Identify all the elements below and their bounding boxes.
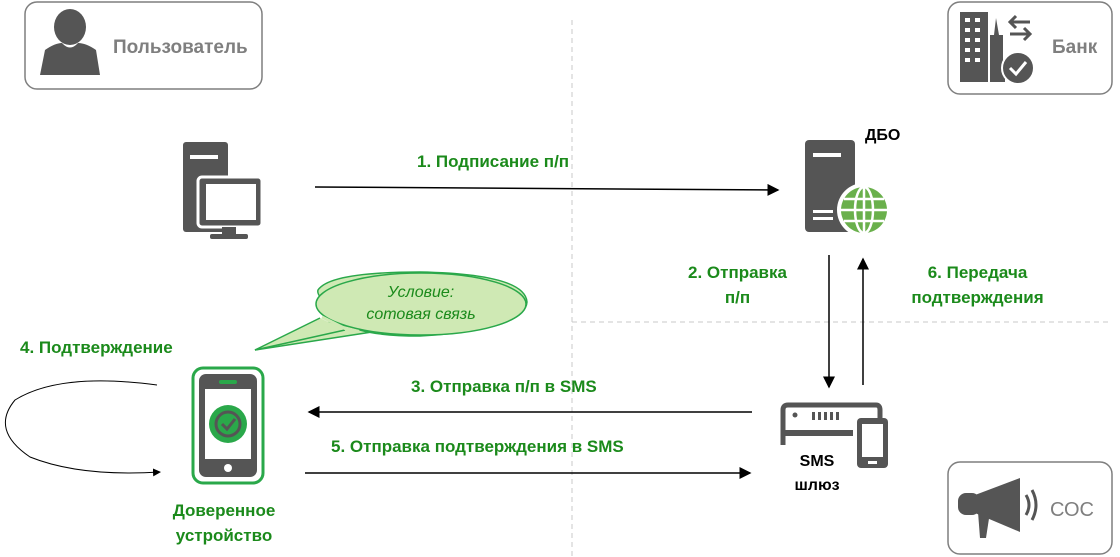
megaphone-icon	[958, 478, 1038, 538]
bank-actor-box	[947, 1, 1113, 95]
sms-gateway-icon	[780, 402, 888, 468]
step-2-label: 2. Отправка п/п	[665, 260, 810, 310]
user-actor-label: Пользователь	[113, 37, 248, 58]
step-6-line-1: 6. Передача	[927, 263, 1028, 282]
step-5-label: 5. Отправка подтверждения в SMS	[331, 437, 624, 456]
step-4-label: 4. Подтверждение	[20, 338, 173, 357]
trusted-device-line-1: Доверенное	[172, 501, 276, 520]
trusted-device-line-2: устройство	[175, 526, 273, 545]
sms-gateway-line-2: шлюз	[794, 477, 840, 494]
arrow-step-4-loop	[5, 380, 161, 477]
step-6-line-2: подтверждения	[911, 288, 1044, 307]
soc-actor-label: СОС	[1050, 499, 1095, 521]
arrow-step-1	[314, 183, 780, 196]
globe-icon	[837, 183, 891, 237]
step-2-line-2: п/п	[724, 288, 751, 307]
trusted-device-label: Доверенное устройство	[154, 498, 294, 548]
step-3-label: 3. Отправка п/п в SMS	[411, 377, 597, 396]
sms-gateway-label: SMS шлюз	[780, 450, 854, 498]
callout-line-2: сотовая связь	[366, 306, 476, 323]
step-2-line-1: 2. Отправка	[688, 263, 787, 282]
condition-callout: Условие: сотовая связь	[336, 282, 506, 326]
step-1-label: 1. Подписание п/п	[417, 152, 570, 171]
user-icon	[40, 9, 100, 75]
trusted-phone-icon	[191, 366, 265, 485]
computer-icon	[183, 142, 264, 239]
bank-building-icon	[960, 12, 1035, 85]
web-server-icon	[805, 140, 891, 237]
bank-actor-label: Банк	[1052, 37, 1098, 58]
dbo-label: ДБО	[865, 127, 901, 144]
step-6-label: 6. Передача подтверждения	[895, 260, 1060, 310]
sms-gateway-line-1: SMS	[799, 453, 835, 470]
callout-line-1: Условие:	[387, 284, 455, 301]
